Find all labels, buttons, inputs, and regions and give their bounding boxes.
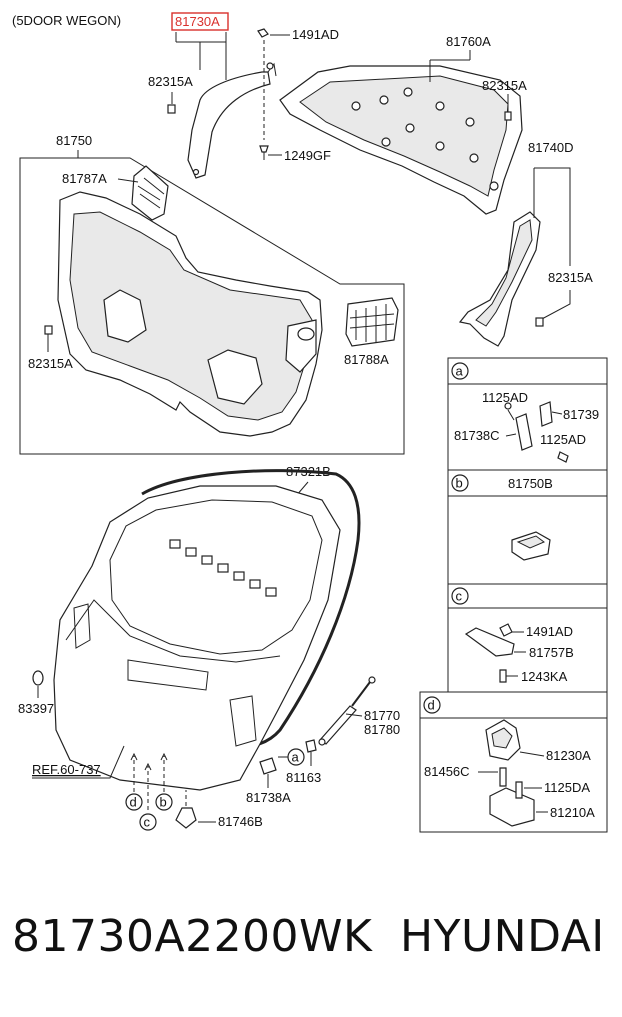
panel-b-label-81750B[interactable]: 81750B bbox=[508, 476, 553, 491]
callout-1249GF[interactable]: 1249GF bbox=[284, 148, 331, 163]
parts-diagram: (5DOOR WEGON) 81730A 82315A 1491AD 1249G… bbox=[12, 12, 608, 833]
panel-a-circle bbox=[451, 362, 469, 380]
panel-c-label-1491AD[interactable]: 1491AD bbox=[526, 624, 573, 639]
callout-81738A[interactable]: 81738A bbox=[246, 790, 291, 805]
callout-81770[interactable]: 81770 bbox=[364, 708, 400, 723]
garnish-81730A[interactable] bbox=[187, 71, 271, 179]
panel-a-label-81739[interactable]: 81739 bbox=[563, 407, 599, 422]
circle-d-main[interactable] bbox=[125, 793, 143, 811]
circle-b-main[interactable] bbox=[155, 793, 173, 811]
callout-81163[interactable]: 81163 bbox=[286, 770, 321, 785]
clip-82315A-left bbox=[167, 104, 176, 114]
part-81746B bbox=[175, 807, 197, 829]
cover-81787A[interactable] bbox=[131, 165, 169, 221]
panel-c-label-81757B[interactable]: 81757B bbox=[529, 645, 574, 660]
panel-a-label-1125AD-bottom[interactable]: 1125AD bbox=[540, 432, 586, 447]
panel-b-circle bbox=[451, 474, 469, 492]
callout-81730A[interactable]: 81730A bbox=[175, 14, 220, 29]
circle-c-main[interactable] bbox=[139, 813, 157, 831]
svg-text:c: c bbox=[144, 815, 151, 830]
part-81163 bbox=[305, 739, 317, 753]
leader-81730A bbox=[175, 32, 227, 70]
panel-d bbox=[419, 691, 608, 833]
callout-83397[interactable]: 83397 bbox=[18, 701, 54, 716]
brand-name: HYUNDAI bbox=[400, 911, 605, 962]
weatherstrip-87321B[interactable] bbox=[141, 469, 361, 748]
panel-c-label-1243KA[interactable]: 1243KA bbox=[521, 669, 568, 684]
bracket-81210A[interactable] bbox=[489, 787, 535, 827]
glass-blocks bbox=[169, 539, 277, 597]
svg-text:a: a bbox=[292, 750, 300, 765]
callout-81750[interactable]: 81750 bbox=[56, 133, 92, 148]
callout-81788A[interactable]: 81788A bbox=[344, 352, 389, 367]
callout-81780[interactable]: 81780 bbox=[364, 722, 400, 737]
callout-82315A-right-mid[interactable]: 82315A bbox=[548, 270, 593, 285]
panel-a-label-1125AD-top[interactable]: 1125AD bbox=[482, 390, 528, 405]
panel-d-label-81456C[interactable]: 81456C bbox=[424, 764, 470, 779]
panel-d-label-1125DA[interactable]: 1125DA bbox=[544, 780, 590, 795]
callout-82315A-right-top[interactable]: 82315A bbox=[482, 78, 527, 93]
callout-82315A-left[interactable]: 82315A bbox=[148, 74, 193, 89]
svg-text:d: d bbox=[130, 795, 137, 810]
trim-clips bbox=[351, 87, 499, 191]
svg-text:a: a bbox=[456, 364, 464, 379]
panel-d-label-81210A[interactable]: 81210A bbox=[550, 805, 595, 820]
callout-82315A-bottom-left[interactable]: 82315A bbox=[28, 356, 73, 371]
svg-text:b: b bbox=[160, 795, 167, 810]
header-note: (5DOOR WEGON) bbox=[12, 13, 121, 28]
screw-1249GF bbox=[259, 145, 269, 153]
product-footer: 81730A2200WK HYUNDAI bbox=[0, 905, 622, 975]
license-recess bbox=[127, 659, 209, 691]
callout-81787A[interactable]: 81787A bbox=[62, 171, 107, 186]
panel-d-label-81230A[interactable]: 81230A bbox=[546, 748, 591, 763]
callout-ref-60-737[interactable]: REF.60-737 bbox=[32, 762, 101, 777]
part-number: 81730A2200WK bbox=[12, 911, 373, 962]
panel-d-circle bbox=[423, 696, 441, 714]
svg-text:c: c bbox=[456, 589, 463, 604]
panel-c-circle bbox=[451, 587, 469, 605]
highlight-box bbox=[171, 12, 229, 31]
svg-text:b: b bbox=[456, 476, 463, 491]
bumper-81738A bbox=[259, 757, 277, 775]
callout-81746B[interactable]: 81746B bbox=[218, 814, 263, 829]
callout-81740D[interactable]: 81740D bbox=[528, 140, 574, 155]
tailgate-outer[interactable] bbox=[53, 485, 341, 791]
strut-81770[interactable] bbox=[319, 705, 357, 745]
callout-81760A[interactable]: 81760A bbox=[446, 34, 491, 49]
trim-box-81750 bbox=[19, 157, 405, 455]
tailgate-glass bbox=[109, 499, 323, 655]
part-81757B[interactable] bbox=[464, 627, 515, 657]
callout-1491AD-top[interactable]: 1491AD bbox=[292, 27, 339, 42]
svg-text:d: d bbox=[428, 698, 435, 713]
plug-83397 bbox=[32, 670, 44, 686]
clip-1491AD-top bbox=[257, 28, 269, 38]
panel-a-label-81738C[interactable]: 81738C bbox=[454, 428, 500, 443]
cover-81788A[interactable] bbox=[345, 297, 399, 347]
